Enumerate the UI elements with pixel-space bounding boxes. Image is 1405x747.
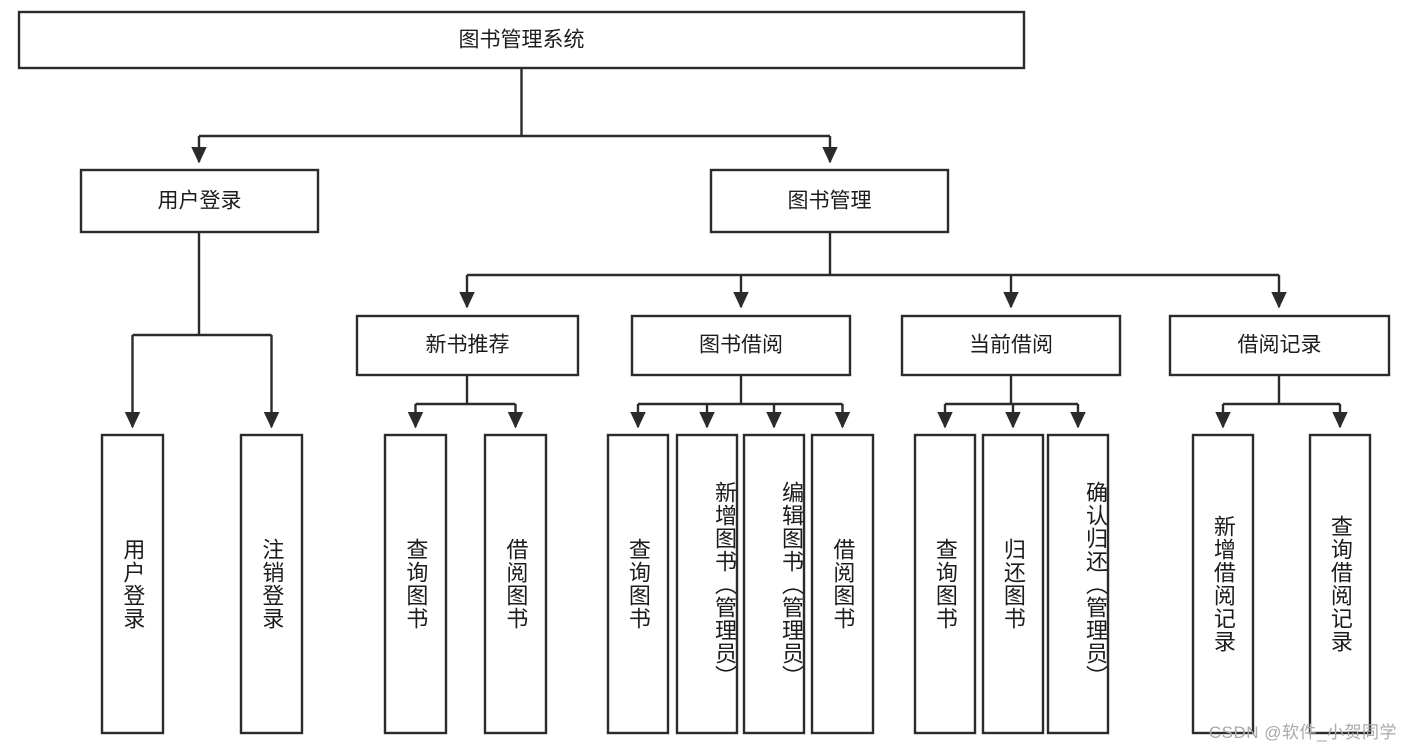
node-book-borrow[interactable]: 图书借阅 [630,314,852,377]
leaf-box-new-book-2[interactable] [483,433,548,735]
connector-current-borrow-to-leaves [937,375,1086,429]
node-book-management[interactable]: 图书管理 [709,168,950,234]
node-root-label: 图书管理系统 [459,29,585,52]
connector-user-login-to-leaves [124,232,280,429]
node-book-management-label: 图书管理 [788,190,872,213]
leaf-box-borrow-record-1[interactable] [1191,433,1255,735]
node-book-borrow-label: 图书借阅 [699,334,783,357]
node-borrow-record[interactable]: 借阅记录 [1168,314,1391,377]
leaf-box-user-login-2[interactable] [239,433,304,735]
node-new-book-recommend[interactable]: 新书推荐 [355,314,580,377]
leaf-box-current-borrow-3[interactable] [1046,433,1110,735]
leaf-box-book-borrow-2[interactable] [675,433,739,735]
leaf-box-book-borrow-1[interactable] [606,433,670,735]
node-current-borrow[interactable]: 当前借阅 [900,314,1122,377]
node-root-book-management-system[interactable]: 图书管理系统 [17,10,1026,70]
connector-borrow-record-to-leaves [1215,375,1348,429]
leaf-box-book-borrow-4[interactable] [810,433,875,735]
node-new-book-recommend-label: 新书推荐 [426,334,510,357]
connector-book-manage-to-level3 [459,232,1287,309]
connector-root-to-level2 [191,68,838,164]
node-current-borrow-label: 当前借阅 [969,334,1053,357]
node-borrow-record-label: 借阅记录 [1238,334,1322,357]
connector-book-borrow-to-leaves [630,375,851,429]
watermark-text: CSDN @软件_小贺同学 [1208,723,1397,742]
leaf-box-borrow-record-2[interactable] [1308,433,1372,735]
node-user-login-label: 用户登录 [158,190,242,213]
leaf-box-book-borrow-3[interactable] [742,433,806,735]
leaf-box-current-borrow-1[interactable] [913,433,977,735]
leaf-box-current-borrow-2[interactable] [981,433,1045,735]
leaf-box-new-book-1[interactable] [383,433,448,735]
connector-new-book-to-leaves [407,375,524,429]
leaf-box-user-login-1[interactable] [100,433,165,735]
node-user-login[interactable]: 用户登录 [79,168,320,234]
